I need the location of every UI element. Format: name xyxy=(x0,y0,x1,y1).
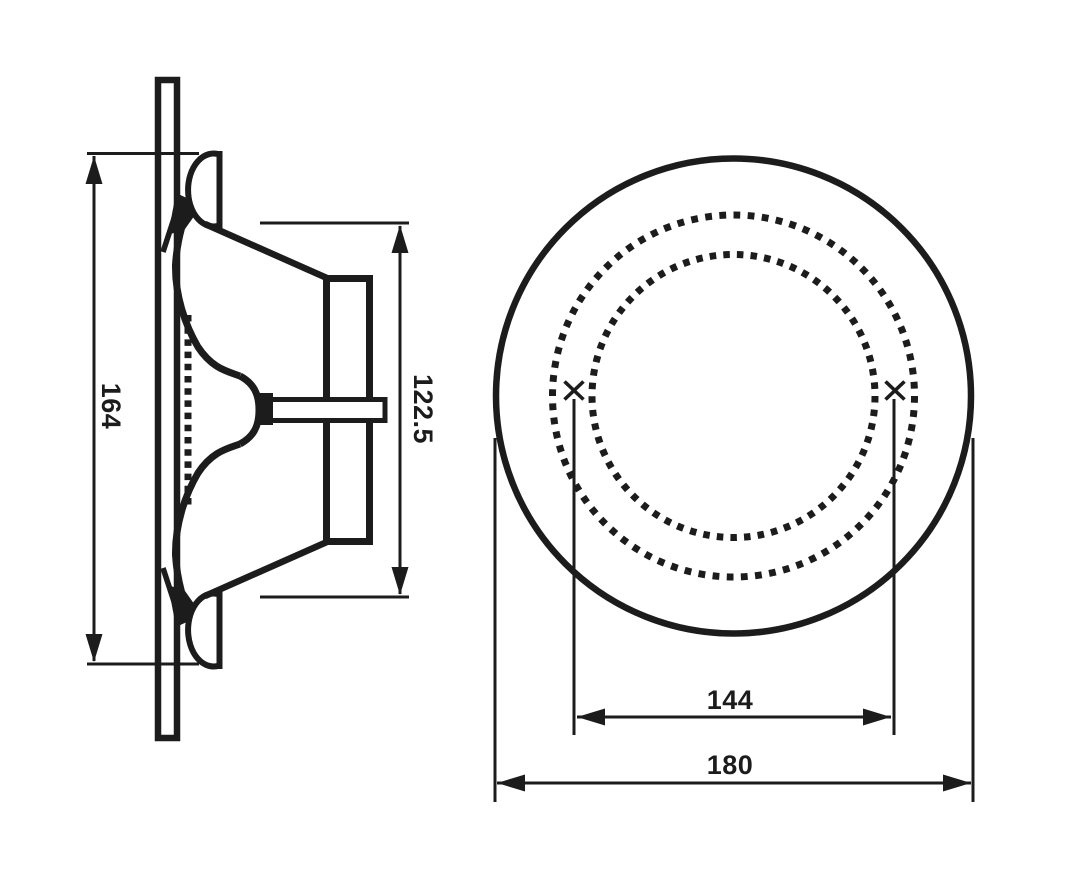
outer-rim-circle xyxy=(492,155,975,637)
pole-piece-bar xyxy=(261,397,388,423)
dimension-outer-diameter: 180 xyxy=(493,438,975,802)
dim-label-basket-depth: 122.5 xyxy=(408,374,438,444)
dim-label-overall-height: 164 xyxy=(96,383,126,430)
mounting-hole-marker-left xyxy=(563,380,585,401)
dim-label-hole-spacing: 144 xyxy=(707,685,754,715)
surround-bottom xyxy=(185,590,223,670)
dim-label-outer-diameter: 180 xyxy=(707,750,754,780)
front-view: 144 180 xyxy=(492,155,975,802)
cone-apex xyxy=(238,372,263,448)
side-view: 164 122.5 xyxy=(85,76,438,742)
basket-frame-bottom xyxy=(203,538,330,599)
dimension-basket-depth: 122.5 xyxy=(260,221,438,599)
voice-coil xyxy=(260,393,273,425)
mounting-panel xyxy=(154,76,181,742)
cutout-dotted-circle xyxy=(549,211,918,581)
dimension-overall-height: 164 xyxy=(85,152,199,666)
cone-profile-top xyxy=(171,197,242,380)
basket-frame-top xyxy=(203,221,330,282)
inner-dotted-circle xyxy=(588,251,879,541)
dimension-hole-spacing: 144 xyxy=(572,399,896,735)
cone-profile-bottom xyxy=(171,440,242,623)
mounting-hole-marker-right xyxy=(884,380,906,401)
